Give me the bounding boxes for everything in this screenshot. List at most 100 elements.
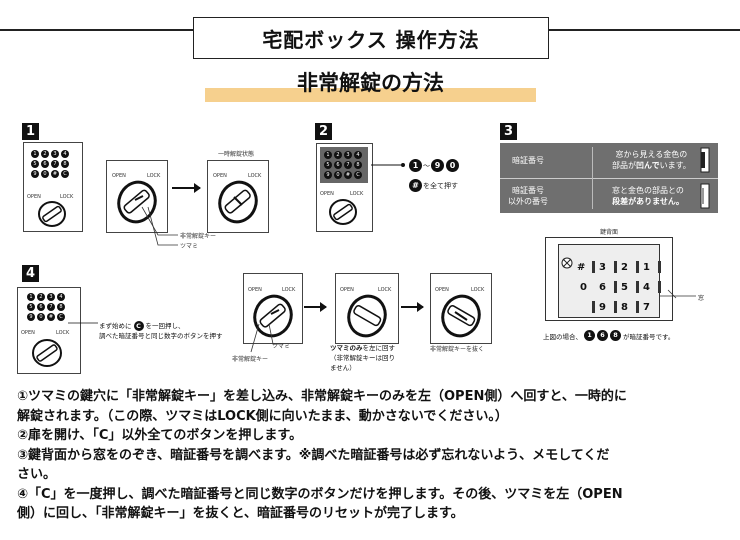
screw-icon <box>561 257 573 269</box>
caption-text: 上図の場合、 <box>543 332 582 341</box>
emergency-key-label: 非常解錠キー <box>232 356 269 363</box>
lock-label: LOCK <box>471 287 485 293</box>
instruction-line: ③鍵背面から窓をのぞき、暗証番号を調べます。※調べた暗証番号は必ず忘れないよう、… <box>17 447 610 463</box>
key-c-badge: C <box>133 321 144 331</box>
key: 3 <box>47 293 55 301</box>
arrow-right <box>401 302 424 312</box>
key: 8 <box>354 161 362 169</box>
header-rule-left <box>0 29 193 31</box>
back-number: 3 <box>599 262 606 273</box>
instruction-line: さい。 <box>17 467 57 482</box>
key: 3 <box>344 151 352 159</box>
caption-line: （非常解錠キーは回り <box>330 354 395 362</box>
key: C <box>57 313 65 321</box>
lock-label: LOCK <box>60 194 74 200</box>
step-number-4: 4 <box>22 265 39 282</box>
key: 7 <box>51 160 59 168</box>
lock-back-diagram <box>545 237 673 321</box>
leader-lines <box>141 206 178 246</box>
key: 4 <box>61 150 69 158</box>
lock-panel-large: OPEN LOCK <box>207 160 269 233</box>
back-number: 9 <box>599 302 606 313</box>
knob-label: ツマミ <box>272 343 291 350</box>
window-leader <box>660 295 696 297</box>
label-line: 暗証番号 <box>512 186 544 195</box>
window-marks <box>592 261 677 313</box>
caption-bold: ツマミのみ <box>330 344 363 352</box>
keypad: 1 2 3 4 5 6 7 8 9 0 # C <box>31 150 69 178</box>
pointer-line <box>68 322 98 324</box>
back-number: 7 <box>643 302 650 313</box>
table-cell-desc: 窓から見える金色の 部品が凹んでいます。 <box>612 149 691 171</box>
knob-icon <box>441 294 481 338</box>
knob-label: ツマミ <box>180 243 199 250</box>
key: # <box>47 313 55 321</box>
back-title: 鍵背面 <box>600 229 619 236</box>
open-label: OPEN <box>340 287 354 293</box>
caption-text: を左に回す <box>362 344 396 352</box>
instruction-line: ①ツマミの鍵穴に「非常解錠キー」を差し込み、非常解錠キーのみを左（OPEN側）へ… <box>17 389 627 404</box>
open-label: OPEN <box>213 173 227 179</box>
desc-text: います。 <box>659 161 691 170</box>
caption-line: ツマミのみを左に回す <box>330 343 395 353</box>
column-divider <box>592 147 593 209</box>
back-number: 2 <box>621 262 628 273</box>
table-cell-desc: 窓と金色の部品との 段差がありません。 <box>612 185 684 207</box>
caption-line: ません） <box>330 364 356 372</box>
badge-hash: # <box>409 179 422 192</box>
key: 2 <box>334 151 342 159</box>
lock-panel-large: OPEN LOCK <box>243 273 303 344</box>
turn-left-caption: ツマミのみを左に回す （非常解錠キーは回り ません） <box>330 343 395 373</box>
section-title: 非常解錠の方法 <box>205 66 536 106</box>
back-number: 1 <box>643 262 650 273</box>
badge-1: 1 <box>409 159 422 172</box>
lock-panel-keypad-dark: 1 2 3 4 5 6 7 8 9 0 # C OPEN LOCK <box>316 143 373 232</box>
badge-0: 0 <box>446 159 459 172</box>
table-cell-label: 暗証番号 以外の番号 <box>508 185 548 207</box>
highlight-bar <box>205 88 536 102</box>
lock-label: LOCK <box>282 287 296 293</box>
key: 5 <box>27 303 35 311</box>
back-number: 0 <box>580 282 587 293</box>
step-number-1: 1 <box>22 123 39 140</box>
knob-icon <box>329 199 357 225</box>
lock-back-inner <box>558 244 660 318</box>
key: # <box>344 171 352 179</box>
caption-badge: 8 <box>610 330 621 341</box>
back-number: # <box>577 262 586 273</box>
caption-badge: 6 <box>597 330 608 341</box>
pull-out-label: 非常解錠キーを抜く <box>430 346 485 353</box>
lock-label: LOCK <box>248 173 262 179</box>
desc-bold: 凹んで <box>636 161 660 170</box>
back-number: 6 <box>599 282 606 293</box>
label-line: 以外の番号 <box>508 197 548 206</box>
key: 9 <box>27 313 35 321</box>
key: # <box>51 170 59 178</box>
knob-icon <box>253 294 293 338</box>
instruction-line: 解錠されます。（この際、ツマミはLOCK側に向いたまま、動かさないでください。） <box>17 408 508 424</box>
range-separator: 〜 <box>423 162 430 170</box>
key: 8 <box>61 160 69 168</box>
caption-badge: 1 <box>584 330 595 341</box>
key: 0 <box>334 171 342 179</box>
lock-label: LOCK <box>147 173 161 179</box>
note-text: まず始めに <box>99 322 132 330</box>
key: 4 <box>57 293 65 301</box>
key: 6 <box>37 303 45 311</box>
arrow-right <box>304 302 327 312</box>
desc-line: 部品が凹んでいます。 <box>612 160 691 171</box>
keypad: 1 2 3 4 5 6 7 8 9 0 # C <box>324 151 362 179</box>
back-number: 8 <box>621 302 628 313</box>
instructions: ①ツマミの鍵穴に「非常解錠キー」を差し込み、非常解錠キーのみを左（OPEN側）へ… <box>17 387 727 524</box>
lock-label: LOCK <box>56 330 70 336</box>
open-label: OPEN <box>21 330 35 336</box>
knob-icon <box>38 201 66 227</box>
desc-text: 部品が <box>612 161 636 170</box>
leader-lines <box>250 323 283 353</box>
open-label: OPEN <box>112 173 126 179</box>
open-label: OPEN <box>27 194 41 200</box>
row-divider <box>500 178 718 179</box>
open-label: OPEN <box>435 287 449 293</box>
